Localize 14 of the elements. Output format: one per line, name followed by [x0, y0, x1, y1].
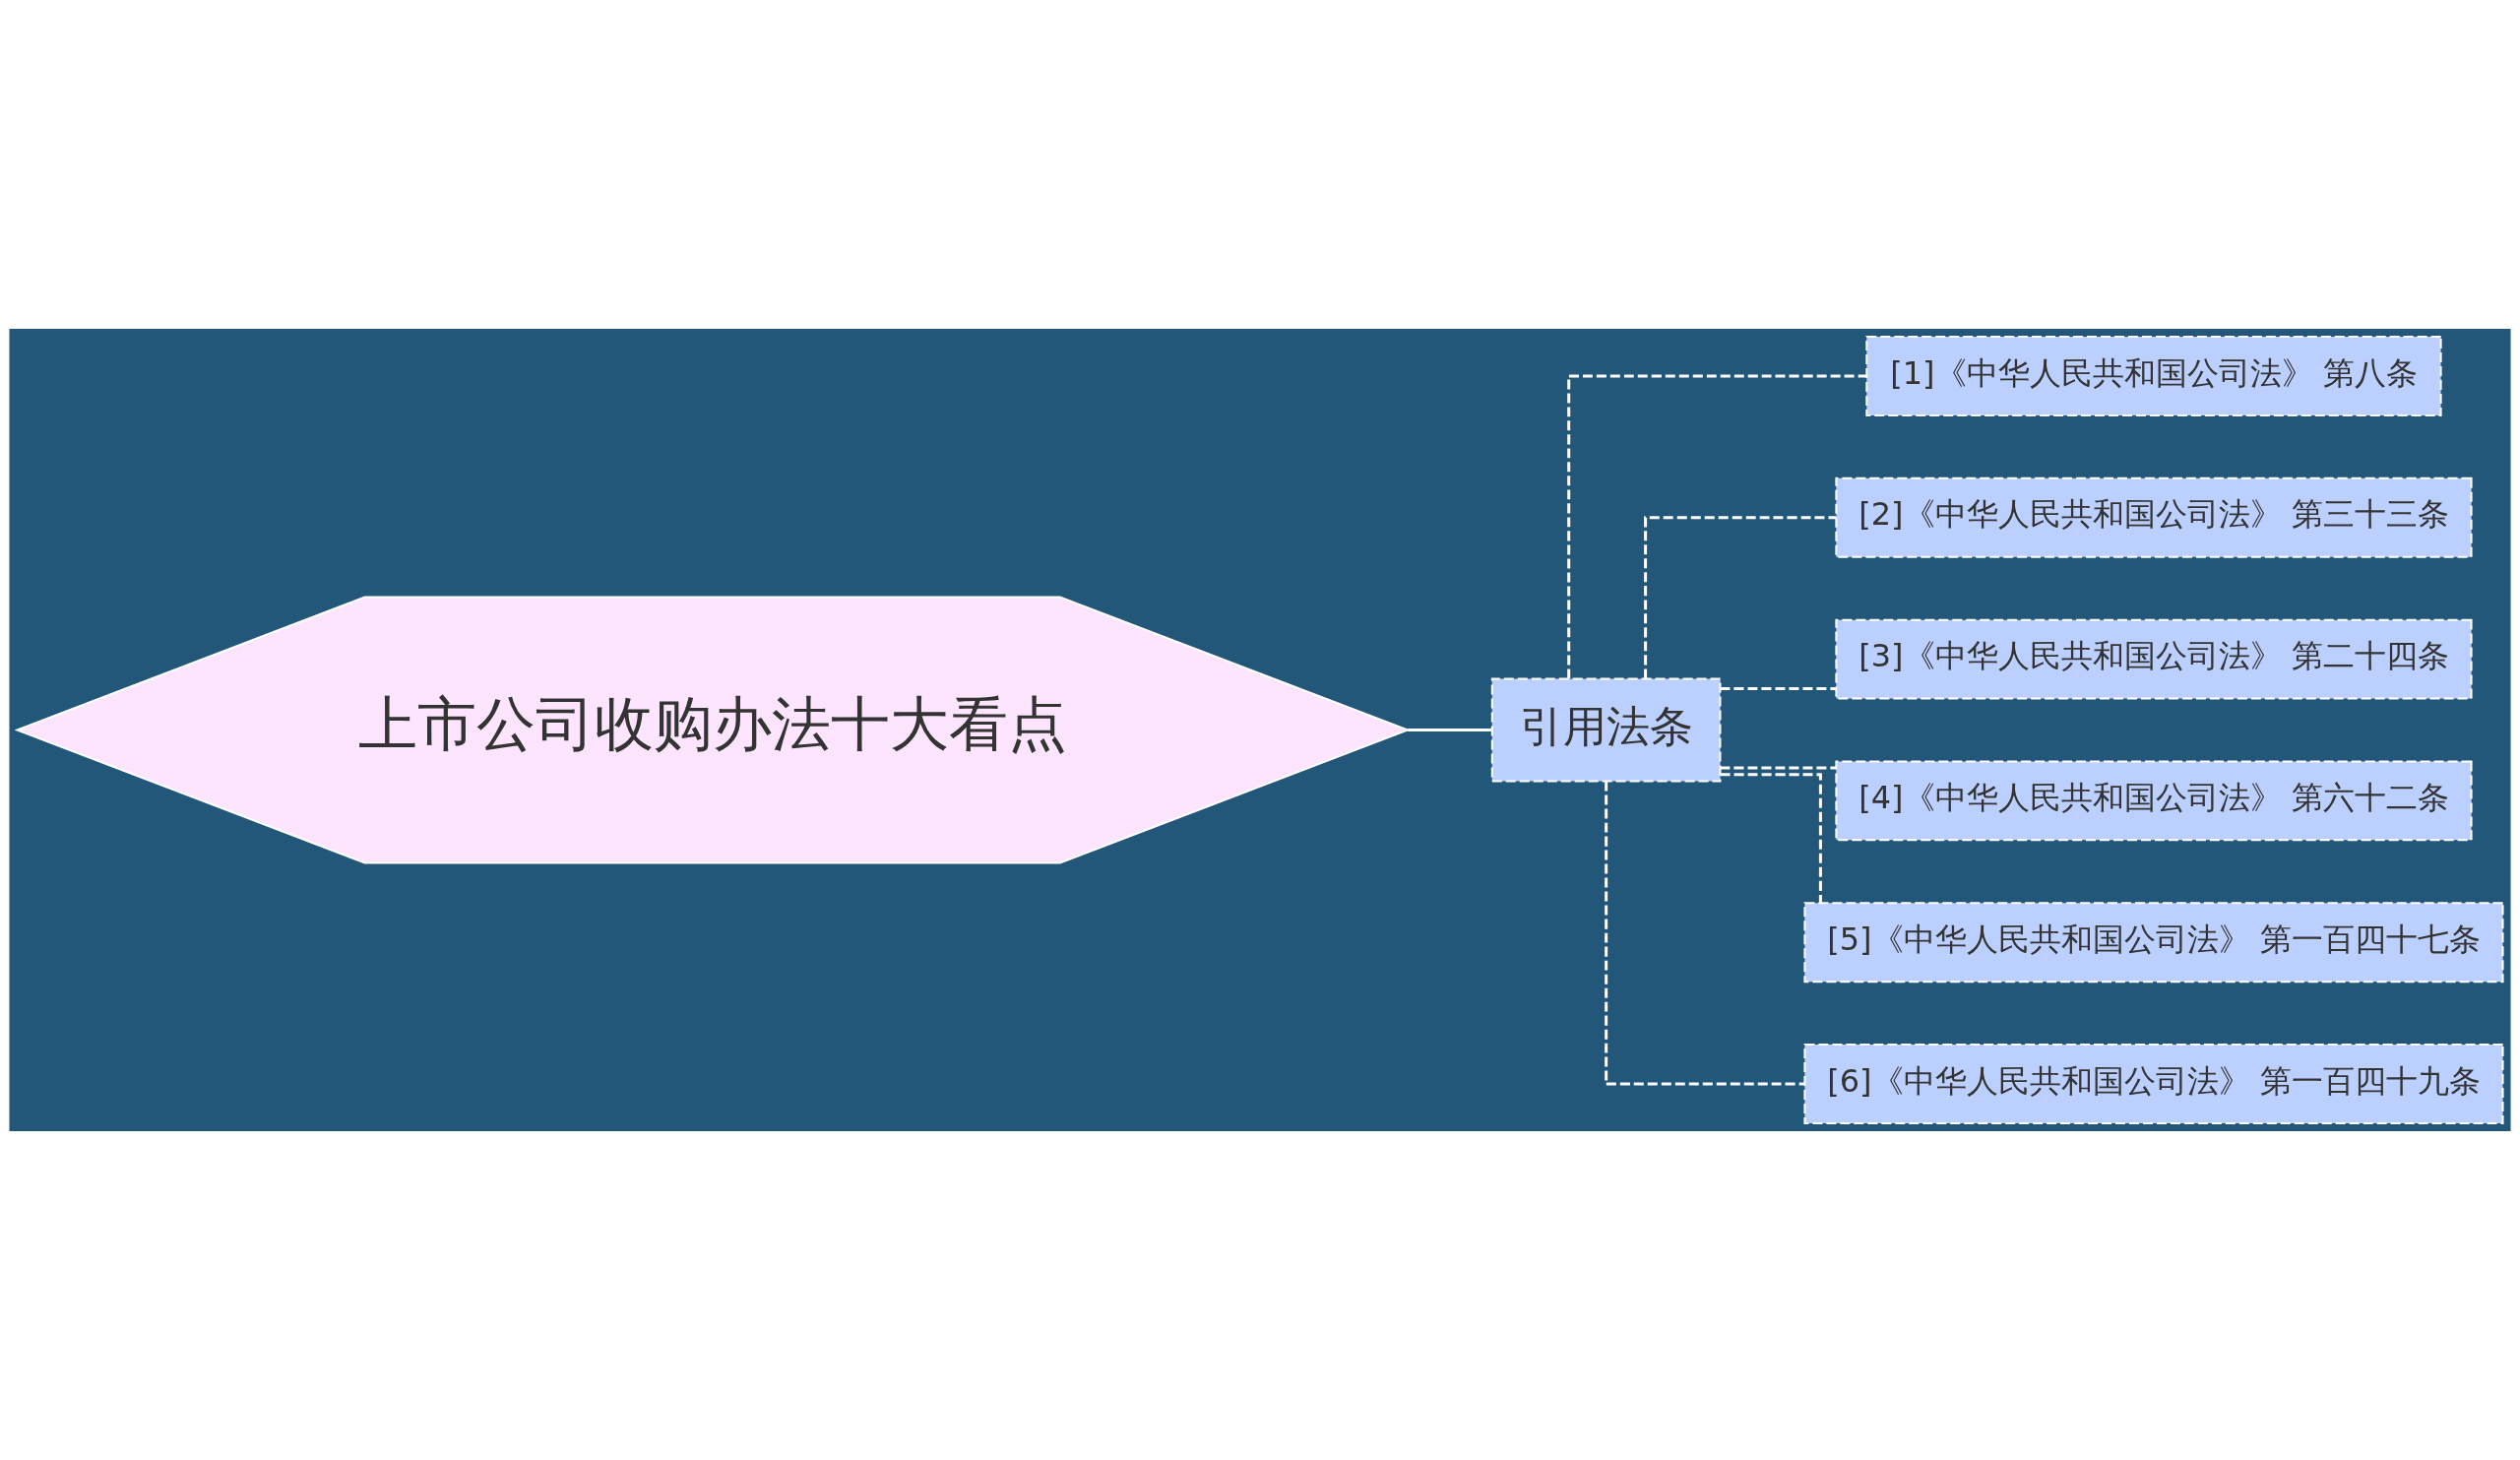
node-box: [1]《中华人民共和国公司法》 第八条	[1865, 336, 2442, 416]
connector	[1408, 729, 1492, 731]
node-box: [4]《中华人民共和国公司法》 第六十二条	[1835, 760, 2473, 842]
connector	[1567, 374, 1867, 679]
node-box: [2]《中华人民共和国公司法》 第三十三条	[1835, 476, 2473, 558]
node-box: [6]《中华人民共和国公司法》 第一百四十九条	[1803, 1044, 2504, 1124]
node-box: [3]《中华人民共和国公司法》 第二十四条	[1835, 618, 2473, 700]
connector	[1605, 781, 1805, 1086]
connector	[1720, 773, 1822, 903]
connector	[1644, 516, 1837, 679]
node-box: [5]《中华人民共和国公司法》 第一百四十七条	[1803, 902, 2504, 984]
connector	[1720, 687, 1837, 691]
node-box: 引用法条	[1490, 677, 1722, 783]
connector	[1720, 766, 1837, 770]
